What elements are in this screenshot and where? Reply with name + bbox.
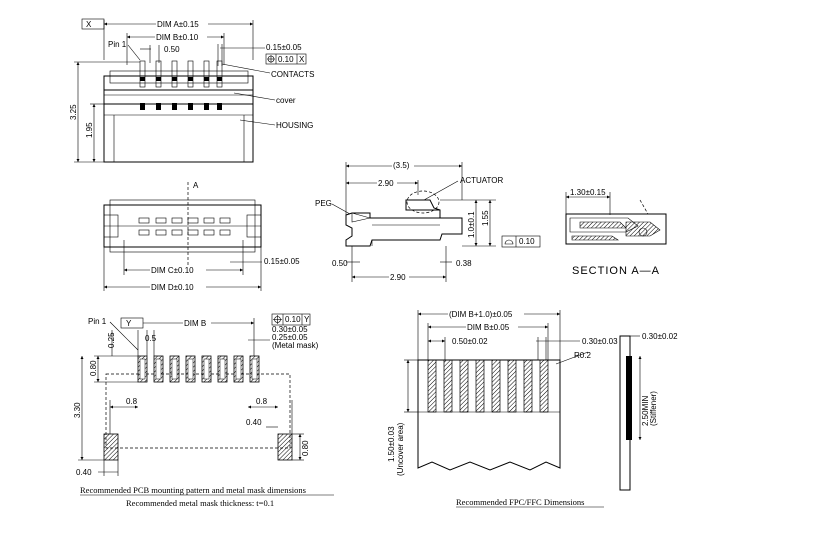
mask-width-label: 0.25±0.05 — [272, 333, 308, 342]
height-10-label: 1.0±0.1 — [467, 211, 476, 238]
datum-x-label: X — [86, 20, 92, 29]
pcb-pitch-label: 0.5 — [145, 334, 157, 343]
stiffener — [626, 356, 632, 440]
mask-thickness-caption: Recommended metal mask thickness: t=0.1 — [126, 498, 274, 508]
side-body-outline — [345, 199, 463, 247]
uncover-note-label: (Uncover area) — [396, 422, 405, 476]
mount-pad-left — [103, 433, 119, 461]
top-contacts — [139, 60, 223, 110]
dim-290-top-label: 2.90 — [378, 179, 394, 188]
d040-bottom-label: 0.40 — [76, 468, 92, 477]
overall-width-label: (3.5) — [393, 161, 410, 170]
section-outline — [565, 213, 667, 245]
radius-label: R0.2 — [574, 351, 591, 360]
pin1-label: Pin 1 — [108, 40, 127, 49]
pcb-caption: Recommended PCB mounting pattern and met… — [80, 485, 306, 495]
fpc-dim-b1-label: (DIM B+1.0)±0.05 — [449, 310, 513, 319]
section-a-top: A — [193, 181, 199, 190]
height-total-label: 3.25 — [69, 104, 78, 120]
d080-right-label: 0.80 — [301, 440, 310, 456]
bottom-contact-width-label: 0.15±0.05 — [264, 257, 300, 266]
dim-b-label: DIM B±0.10 — [156, 33, 199, 42]
side-view: (3.5) 2.90 ACTUATOR PEG 1.0±0.1 1.55 0.1… — [315, 160, 541, 282]
pcb-dim-b-label: DIM B — [184, 319, 206, 328]
d08-left-label: 0.8 — [126, 397, 138, 406]
dim-038-label: 0.38 — [456, 259, 472, 268]
contacts-label: CONTACTS — [271, 70, 314, 79]
flatness-value: 0.10 — [519, 237, 535, 246]
fpc-body — [417, 359, 561, 471]
height-155-label: 1.55 — [481, 210, 490, 226]
peg-label: PEG — [315, 199, 332, 208]
connector-footprint — [105, 373, 291, 449]
signal-pads — [137, 355, 260, 383]
tol-datum: X — [299, 55, 305, 64]
contact-width-label: 0.15±0.05 — [266, 43, 302, 52]
pcb-pattern: Pin 1 Y DIM B 0.10 Y 0.30±0.05 0.25±0.05… — [73, 313, 334, 508]
housing-label: HOUSING — [276, 121, 313, 130]
dim-c-label: DIM C±0.10 — [151, 266, 194, 275]
fpc-pitch-label: 0.50±0.02 — [452, 337, 488, 346]
mask-note-label: (Metal mask) — [272, 341, 319, 350]
datum-y-box — [120, 317, 144, 329]
pcb-tol-frame — [271, 313, 311, 326]
stiffener-label: 2.50MIN — [641, 396, 650, 426]
bottom-view: A A DIM C±0.10 DIM D±0.10 — [103, 181, 300, 292]
flatness-frame — [501, 235, 541, 248]
fpc-fingers — [427, 359, 549, 413]
pcb-tol-datum: Y — [304, 315, 310, 324]
top-view: X DIM A±0.15 DIM B±0.10 0.50 Pin 1 0.15±… — [69, 18, 314, 163]
d330-label: 3.30 — [73, 402, 82, 418]
height-body-label: 1.95 — [85, 122, 94, 138]
pad-width-label: 0.30±0.05 — [272, 325, 308, 334]
fpc-caption: Recommended FPC/FFC Dimensions — [456, 497, 584, 507]
pcb-pin1-label: Pin 1 — [88, 317, 107, 326]
dim-050-label: 0.50 — [332, 259, 348, 268]
cover-label: cover — [276, 96, 296, 105]
section-a-a: 1.30±0.15 SECTION A—A — [565, 188, 667, 277]
datum-y-label: Y — [126, 319, 132, 328]
stiffener-note-label: (Stiffener) — [649, 391, 658, 426]
dim-290-bottom-label: 2.90 — [390, 273, 406, 282]
tol-value: 0.10 — [278, 55, 294, 64]
dim-a-label: DIM A±0.15 — [157, 20, 199, 29]
d080-left-label: 0.80 — [89, 360, 98, 376]
actuator-label: ACTUATOR — [460, 176, 503, 185]
pitch-label: 0.50 — [164, 45, 180, 54]
finger-width-label: 0.30±0.03 — [582, 337, 618, 346]
dim-d-label: DIM D±0.10 — [151, 283, 194, 292]
fpc-dim-b-label: DIM B±0.05 — [467, 323, 510, 332]
position-tolerance-frame — [265, 53, 307, 65]
pcb-tol-value: 0.10 — [285, 315, 301, 324]
actuator-rotation-path — [406, 190, 440, 214]
fpc-dimensions: (DIM B+1.0)±0.05 DIM B±0.05 0.50±0.02 0.… — [387, 309, 678, 508]
uncover-label: 1.50±0.03 — [387, 426, 396, 462]
fpc-thickness-label: 0.30±0.02 — [642, 332, 678, 341]
d040-right-label: 0.40 — [246, 418, 262, 427]
mount-pad-right — [277, 433, 293, 461]
section-title: SECTION A—A — [572, 265, 660, 277]
housing-outline — [103, 75, 254, 163]
d025-label: 0.25 — [107, 332, 116, 348]
bottom-contacts — [138, 217, 231, 236]
d08-right-label: 0.8 — [256, 397, 268, 406]
section-dim-label: 1.30±0.15 — [570, 188, 606, 197]
